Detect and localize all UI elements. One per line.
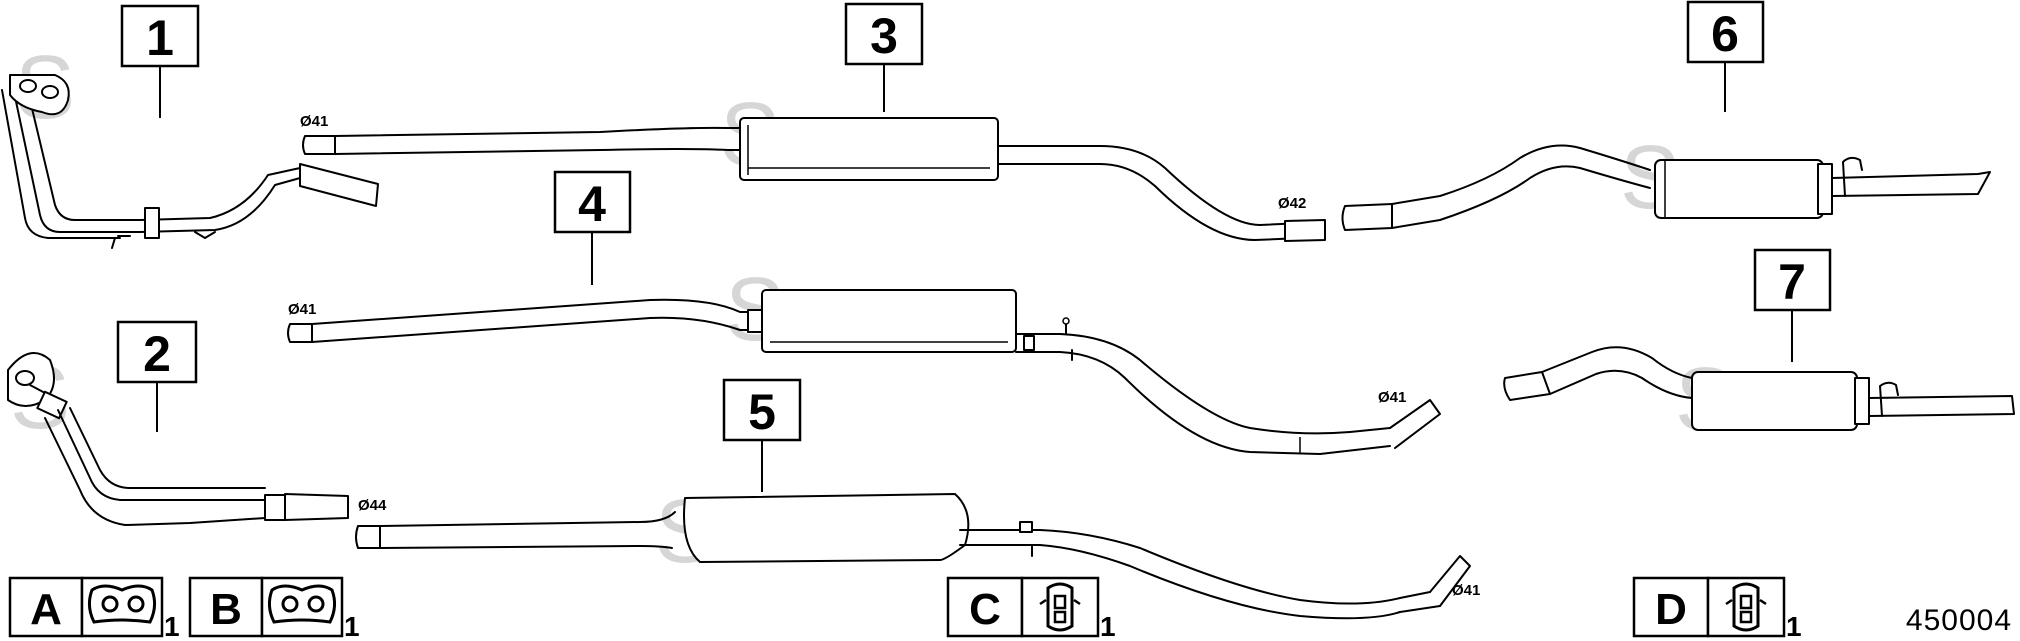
part-number: 1 [146, 10, 174, 66]
part-7-rear-silencer[interactable] [1503, 310, 2015, 431]
part-number: 5 [748, 384, 776, 440]
legend-item-b[interactable]: B 1 [188, 576, 360, 641]
dimension-label: Ø41 [300, 113, 328, 130]
rubber-hanger-icon [1725, 582, 1767, 632]
rubber-hanger-icon [1039, 582, 1081, 632]
legend-letter: C [969, 585, 1001, 634]
part-3-middle-pipe[interactable]: Ø41 Ø42 [300, 65, 1326, 242]
callout-6[interactable]: 6 [1686, 0, 1765, 64]
legend-letter: B [210, 585, 242, 634]
part-2-front-pipe[interactable] [7, 351, 349, 526]
part-number: 2 [143, 326, 171, 382]
callout-4[interactable]: 4 [553, 170, 632, 234]
dimension-label: Ø44 [358, 497, 387, 514]
legend-quantity: 1 [344, 611, 360, 641]
dimension-label: Ø41 [288, 301, 316, 318]
part-number: 3 [870, 8, 898, 64]
part-number: 6 [1711, 6, 1739, 62]
legend-quantity: 1 [1786, 611, 1802, 641]
part-1-front-pipe[interactable] [1, 65, 379, 249]
gasket-icon [87, 584, 157, 624]
callout-7[interactable]: 7 [1753, 248, 1832, 312]
legend-item-a[interactable]: A 1 [8, 576, 180, 641]
part-5-silencer-pipe[interactable]: Ø44 Ø41 [355, 440, 1480, 620]
part-number: 4 [578, 176, 606, 232]
dimension-label: Ø41 [1378, 389, 1406, 406]
part-4-middle-pipe[interactable]: Ø41 Ø41 [287, 232, 1441, 455]
callout-1[interactable]: 1 [120, 4, 200, 68]
callout-5[interactable]: 5 [722, 378, 802, 442]
part-6-rear-silencer[interactable] [1341, 62, 1991, 231]
callout-2[interactable]: 2 [116, 320, 198, 384]
legend-item-c[interactable]: C 1 [946, 576, 1116, 641]
callout-3[interactable]: 3 [844, 2, 924, 66]
part-number: 7 [1778, 254, 1806, 310]
legend-item-d[interactable]: D 1 [1632, 576, 1802, 641]
legend-letter: D [1655, 585, 1687, 634]
legend-quantity: 1 [1100, 611, 1116, 641]
legend-quantity: 1 [164, 611, 180, 641]
legend-letter: A [30, 585, 62, 634]
gasket-icon [267, 584, 337, 624]
dimension-label: Ø42 [1278, 195, 1306, 212]
diagram-reference-number: 450004 [1906, 604, 2012, 637]
dimension-label: Ø41 [1452, 582, 1480, 599]
